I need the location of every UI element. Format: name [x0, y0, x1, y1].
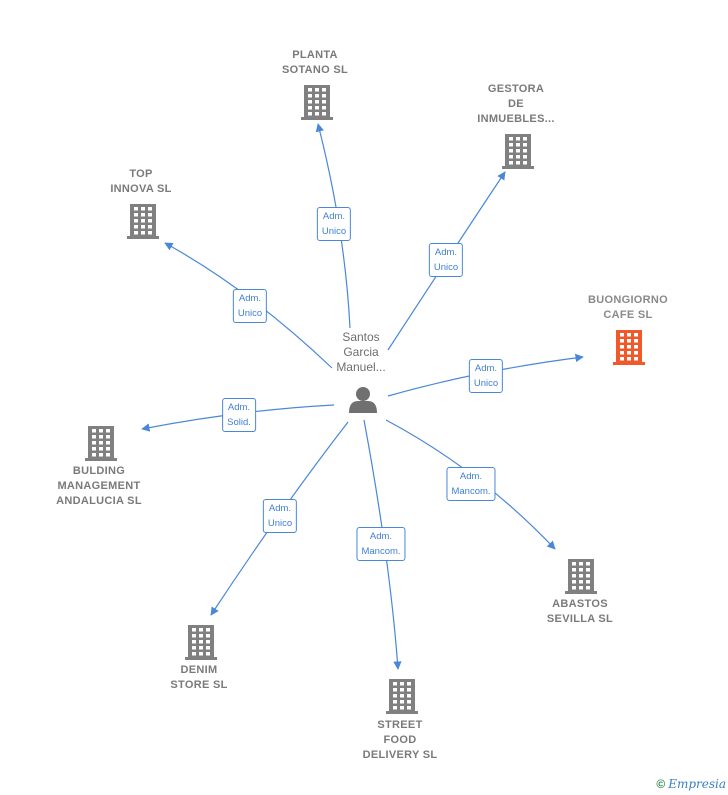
building-icon-top[interactable] — [127, 204, 159, 239]
company-label-planta[interactable]: PLANTA SOTANO SL — [281, 49, 349, 76]
person-label[interactable]: Santos Garcia Manuel... — [336, 330, 386, 374]
edge-label-planta[interactable]: Adm. Unico — [316, 207, 352, 241]
company-label-bulding[interactable]: BULDING MANAGEMENT ANDALUCIA SL — [56, 464, 142, 507]
building-icon-street[interactable] — [386, 679, 418, 714]
company-label-top[interactable]: TOP INNOVA SL — [110, 168, 172, 195]
edge-label-bulding[interactable]: Adm. Solid. — [222, 398, 256, 432]
company-label-denim[interactable]: DENIM STORE SL — [170, 664, 228, 691]
edge-label-abastos[interactable]: Adm. Mancom. — [446, 467, 496, 501]
building-icon-buongiorno[interactable] — [613, 330, 645, 365]
building-icon-bulding[interactable] — [85, 426, 117, 461]
person-icon[interactable] — [349, 387, 377, 413]
company-label-gestora[interactable]: GESTORA DE INMUEBLES... — [477, 82, 555, 125]
building-icon-gestora[interactable] — [502, 134, 534, 169]
edge-label-denim[interactable]: Adm. Unico — [262, 499, 298, 533]
edge-label-street[interactable]: Adm. Mancom. — [356, 527, 406, 561]
footer-brand[interactable]: ©Empresia — [656, 777, 726, 791]
building-icon-planta[interactable] — [301, 85, 333, 120]
brand-name: Empresia — [668, 777, 726, 791]
copyright-icon: © — [656, 777, 666, 791]
company-label-street[interactable]: STREET FOOD DELIVERY SL — [362, 718, 438, 761]
company-label-buongiorno[interactable]: BUONGIORNO CAFE SL — [588, 294, 668, 321]
building-icon-denim[interactable] — [185, 625, 217, 660]
building-icon-abastos[interactable] — [565, 559, 597, 594]
edge-label-buongiorno[interactable]: Adm. Unico — [468, 359, 504, 393]
company-label-abastos[interactable]: ABASTOS SEVILLA SL — [546, 598, 614, 625]
edge-label-top[interactable]: Adm. Unico — [232, 289, 268, 323]
edge-label-gestora[interactable]: Adm. Unico — [428, 243, 464, 277]
